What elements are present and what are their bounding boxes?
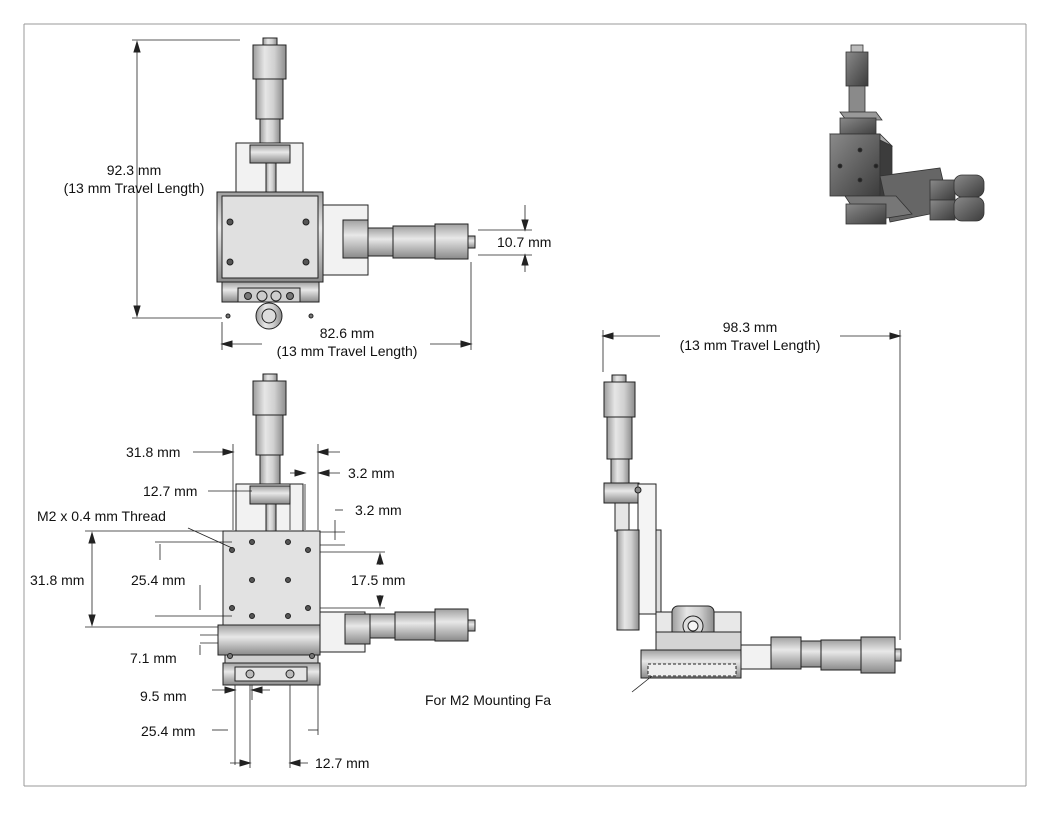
- dim-25-4-bottom: 25.4 mm: [141, 723, 196, 739]
- dim-3-2-b: 3.2 mm: [355, 502, 402, 518]
- mounting-note: For M2 Mounting Fa: [425, 692, 552, 708]
- width-label: 82.6 mm: [319, 325, 375, 341]
- dim-17-5: 17.5 mm: [351, 572, 406, 588]
- isometric-view: [829, 44, 985, 225]
- height-label: 92.3 mm: [106, 162, 162, 178]
- dim-31-8-left: 31.8 mm: [30, 572, 85, 588]
- dim-31-8-top: 31.8 mm: [126, 444, 181, 460]
- dim-25-4-left: 25.4 mm: [131, 572, 186, 588]
- side-view: [601, 330, 902, 693]
- top-view: [132, 37, 532, 350]
- dim-7-1: 7.1 mm: [130, 650, 177, 666]
- offset-label: 10.7 mm: [497, 234, 552, 250]
- width-travel-label: (13 mm Travel Length): [276, 343, 418, 359]
- dim-12-7-top: 12.7 mm: [143, 483, 198, 499]
- length-travel-label: (13 mm Travel Length): [679, 337, 821, 353]
- front-view: [85, 373, 476, 768]
- dim-3-2-a: 3.2 mm: [348, 465, 395, 481]
- dim-9-5: 9.5 mm: [140, 688, 187, 704]
- dim-12-7-bottom: 12.7 mm: [315, 755, 370, 771]
- height-travel-label: (13 mm Travel Length): [63, 180, 205, 196]
- thread-label: M2 x 0.4 mm Thread: [37, 508, 166, 524]
- length-label: 98.3 mm: [722, 319, 778, 335]
- sheet-border: [23, 23, 1027, 787]
